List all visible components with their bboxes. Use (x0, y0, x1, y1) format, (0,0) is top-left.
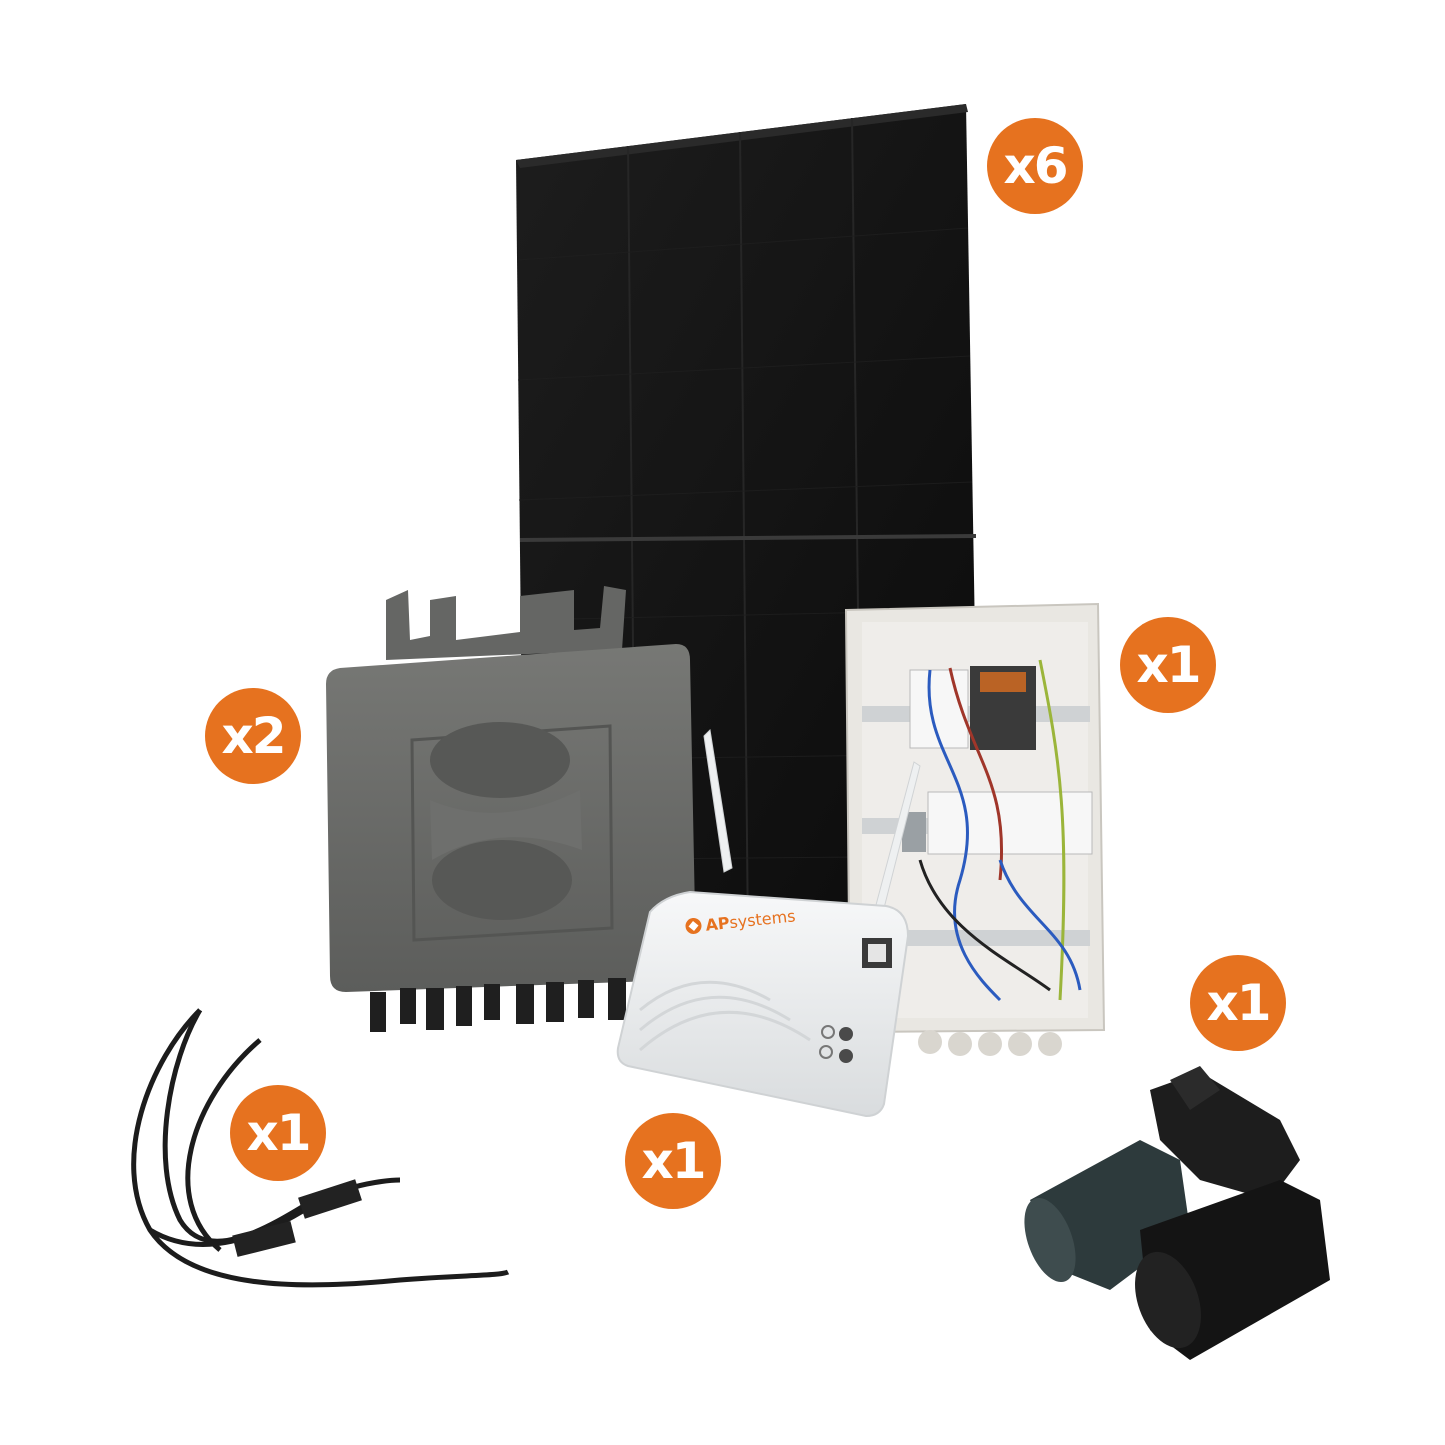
quantity-badge-trunk-cable: x1 (230, 1085, 326, 1181)
ecu-brand-suffix: systems (728, 905, 797, 932)
quantity-badge-ecu-gateway: x1 (625, 1113, 721, 1209)
ecu-gateway (616, 728, 921, 1118)
trunk-cable (131, 1008, 510, 1288)
quantity-badge-microinverter: x2 (205, 688, 301, 784)
apsystems-logo-icon (685, 917, 702, 934)
quantity-badge-connectors: x1 (1190, 955, 1286, 1051)
microinverter (326, 586, 696, 1032)
quantity-badge-solar-panel: x6 (987, 118, 1083, 214)
ecu-brand-prefix: AP (704, 912, 731, 935)
quantity-badge-distribution-box: x1 (1120, 617, 1216, 713)
ac-connectors (1024, 1066, 1330, 1360)
